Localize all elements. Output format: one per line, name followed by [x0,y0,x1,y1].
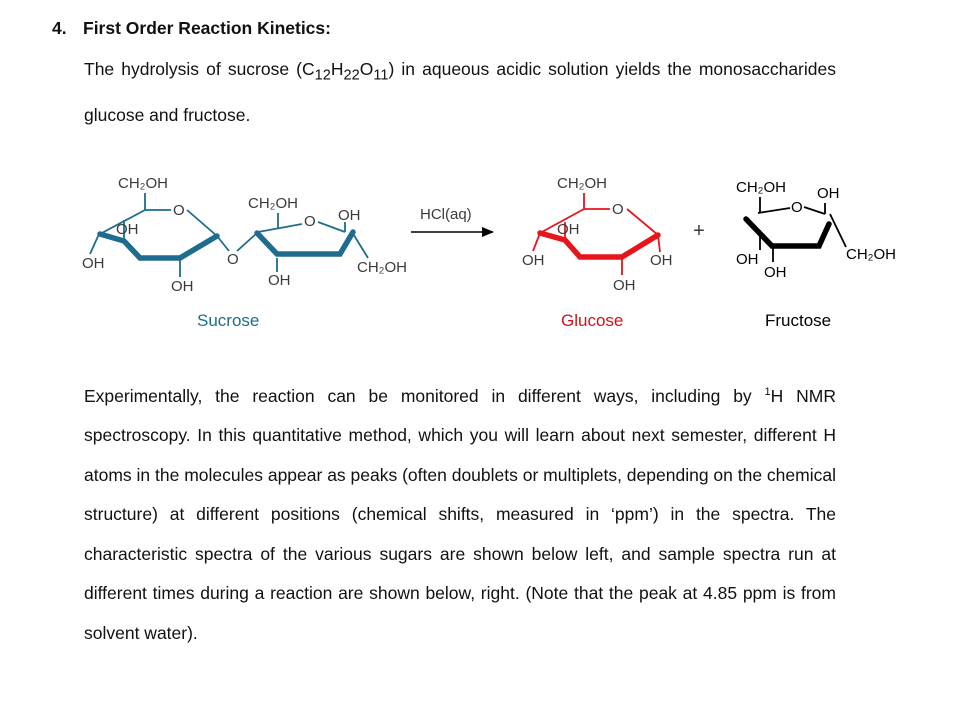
sucrose-ch2oh-label: CH₂OH [357,259,407,276]
sucrose-oh-label: OH [268,272,291,289]
sucrose-oh-label: OH [116,221,139,238]
sucrose-oh-label: OH [82,255,105,272]
sucrose-glucose-ring [89,193,230,277]
fructose-ch2oh-label: CH₂OH [736,179,786,196]
fructose-ch2oh-label: CH₂OH [846,246,896,263]
glucose-oh-label: OH [522,252,545,269]
reaction-scheme: + CH₂OH O OH OH OH O CH₂OH O OH CH₂OH OH… [82,175,896,330]
plus-sign: + [693,220,705,242]
intro-paragraph: The hydrolysis of sucrose (C12H22O11) in… [84,59,836,125]
glucose-oh-label: OH [613,277,636,294]
sucrose-fructose-ring-front [254,229,356,257]
section-title: First Order Reaction Kinetics: [83,18,331,38]
sucrose-fructose-ring [236,213,369,272]
fructose-caption: Fructose [765,311,831,330]
fructose-oh-label: OH [817,185,840,202]
sucrose-oh-label: OH [171,278,194,295]
glucose-ch2oh-label: CH₂OH [557,175,607,192]
glucose-caption: Glucose [561,311,623,330]
reagent-label: HCl(aq) [420,206,472,223]
sucrose-glycosidic-oxygen: O [227,251,239,268]
section-number: 4. [52,18,67,38]
section-heading: 4. First Order Reaction Kinetics: [52,18,331,39]
sucrose-caption: Sucrose [197,311,259,330]
sucrose-structure [89,193,369,277]
glucose-oh-label: OH [650,252,673,269]
glucose-ring-oxygen: O [612,201,624,218]
sucrose-glucose-ring-front [97,231,220,261]
fructose-ring-oxygen: O [791,199,803,216]
glucose-structure [532,193,661,275]
fructose-oh-label: OH [764,264,787,281]
sucrose-ring-oxygen: O [173,202,185,219]
fructose-oh-label: OH [736,251,759,268]
sucrose-ring-oxygen: O [304,213,316,230]
fructose-structure [743,197,847,262]
glucose-oh-label: OH [557,221,580,238]
sucrose-ch2oh-label: CH₂OH [248,195,298,212]
sucrose-oh-label: OH [338,207,361,224]
monitoring-paragraph: Experimentally, the reaction can be moni… [84,385,836,643]
sucrose-ch2oh-label: CH₂OH [118,175,168,192]
